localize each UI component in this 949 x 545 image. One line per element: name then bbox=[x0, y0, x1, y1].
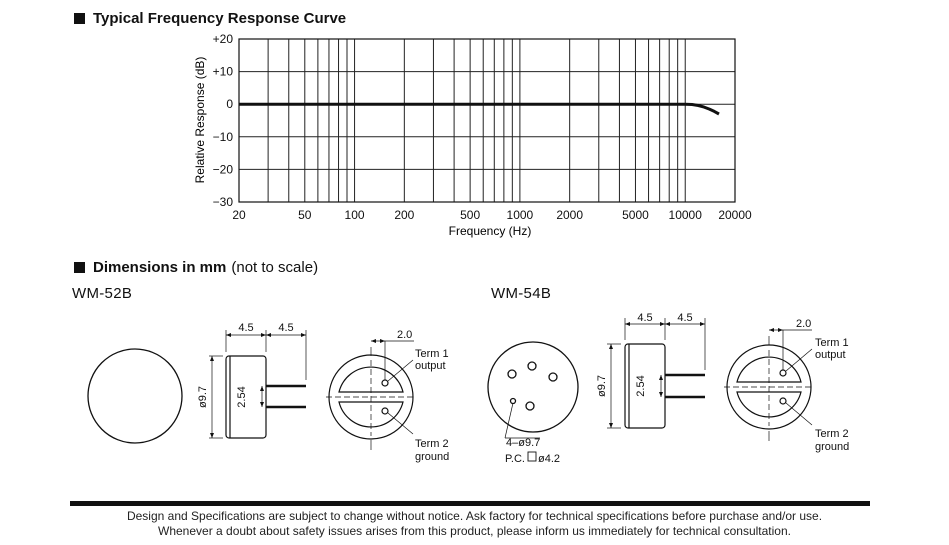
x-tick-label: 500 bbox=[460, 208, 480, 222]
wm52b-offset: 2.0 bbox=[397, 329, 412, 341]
footer-disclaimer-line2: Whenever a doubt about safety issues ari… bbox=[158, 524, 791, 538]
wm52b-term2-sub: ground bbox=[415, 451, 449, 463]
wm52b-term1-label: Term 1 bbox=[415, 348, 449, 360]
wm54b-term1-sub: output bbox=[815, 349, 846, 361]
chart-y-axis-label: Relative Response (dB) bbox=[193, 57, 207, 184]
dimensions-section-note: (not to scale) bbox=[231, 259, 319, 276]
wm54b-dim-b: 4.5 bbox=[677, 312, 692, 324]
x-tick-label: 20000 bbox=[718, 208, 752, 222]
wm54b-dim-a: 4.5 bbox=[637, 312, 652, 324]
wm54b-term2-label: Term 2 bbox=[815, 428, 849, 440]
wm52b-diameter: ø9.7 bbox=[197, 386, 209, 408]
response-curve bbox=[239, 102, 720, 116]
x-tick-label: 50 bbox=[298, 208, 312, 222]
y-tick-label: −20 bbox=[213, 162, 234, 176]
wm52b-drawings: 4.5 4.5 ø9.7 2.54 2.0 Term 1 output Term… bbox=[87, 322, 449, 463]
dimensions-section-title-text: Dimensions in mm bbox=[93, 259, 227, 276]
footer-disclaimer-line1: Design and Specifications are subject to… bbox=[126, 509, 823, 523]
wm54b-rear-view bbox=[487, 341, 579, 462]
wm54b-front-view bbox=[724, 328, 814, 441]
wm54b-pin-spacing: 2.54 bbox=[635, 375, 647, 396]
x-tick-label: 10000 bbox=[669, 208, 703, 222]
wm54b-offset: 2.0 bbox=[796, 318, 811, 330]
chart-ticks: 20 50 100 200 500 1000 2000 5000 10000 20000 +20 +1… bbox=[213, 32, 752, 222]
wm54b-diameter: ø9.7 bbox=[596, 375, 608, 397]
wm52b-rear-view bbox=[87, 348, 183, 444]
frequency-response-chart: 20 50 100 200 500 1000 2000 5000 10000 20000 +20 +1… bbox=[193, 32, 752, 238]
wm54b-model-label: WM-54B bbox=[491, 285, 552, 302]
x-tick-label: 100 bbox=[345, 208, 365, 222]
bullet-square-icon bbox=[74, 13, 85, 24]
footer-rule bbox=[70, 501, 870, 506]
y-tick-label: −30 bbox=[213, 195, 234, 209]
bullet-square-icon bbox=[74, 262, 85, 273]
x-tick-label: 2000 bbox=[556, 208, 583, 222]
wm52b-term1-sub: output bbox=[415, 360, 446, 372]
frequency-section-title: Typical Frequency Response Curve bbox=[74, 10, 346, 27]
chart-frame bbox=[238, 38, 736, 203]
wm52b-term2-label: Term 2 bbox=[415, 438, 449, 450]
dimensions-section-title: Dimensions in mm (not to scale) bbox=[74, 259, 318, 276]
x-tick-label: 200 bbox=[394, 208, 414, 222]
y-tick-label: −10 bbox=[213, 130, 234, 144]
wm52b-model-label: WM-52B bbox=[72, 285, 133, 302]
wm54b-pc-prefix: P.C. bbox=[505, 453, 525, 465]
x-tick-label: 5000 bbox=[622, 208, 649, 222]
chart-x-axis-label: Frequency (Hz) bbox=[449, 224, 532, 238]
wm54b-term1-label: Term 1 bbox=[815, 337, 849, 349]
y-tick-label: +20 bbox=[213, 32, 234, 46]
wm54b-pc-value: ø4.2 bbox=[538, 453, 560, 465]
x-tick-label: 1000 bbox=[507, 208, 534, 222]
wm54b-side-view bbox=[607, 318, 706, 429]
chart-grid bbox=[238, 38, 736, 203]
wm52b-dim-a: 4.5 bbox=[238, 322, 253, 334]
wm52b-front-view bbox=[326, 339, 416, 450]
chart-series bbox=[239, 102, 720, 116]
wm52b-side-view bbox=[209, 330, 307, 439]
wm54b-holes: 4–ø9.7 bbox=[506, 437, 540, 449]
wm54b-term2-sub: ground bbox=[815, 441, 849, 453]
y-tick-label: 0 bbox=[226, 97, 233, 111]
frequency-section-title-text: Typical Frequency Response Curve bbox=[93, 10, 347, 27]
y-tick-label: +10 bbox=[213, 65, 234, 79]
wm52b-pin-spacing: 2.54 bbox=[236, 386, 248, 407]
wm54b-drawings: 4–ø9.7 P.C. ø4.2 4.5 4.5 ø9.7 2.54 bbox=[487, 312, 849, 465]
wm52b-dim-b: 4.5 bbox=[278, 322, 293, 334]
x-tick-label: 20 bbox=[232, 208, 246, 222]
